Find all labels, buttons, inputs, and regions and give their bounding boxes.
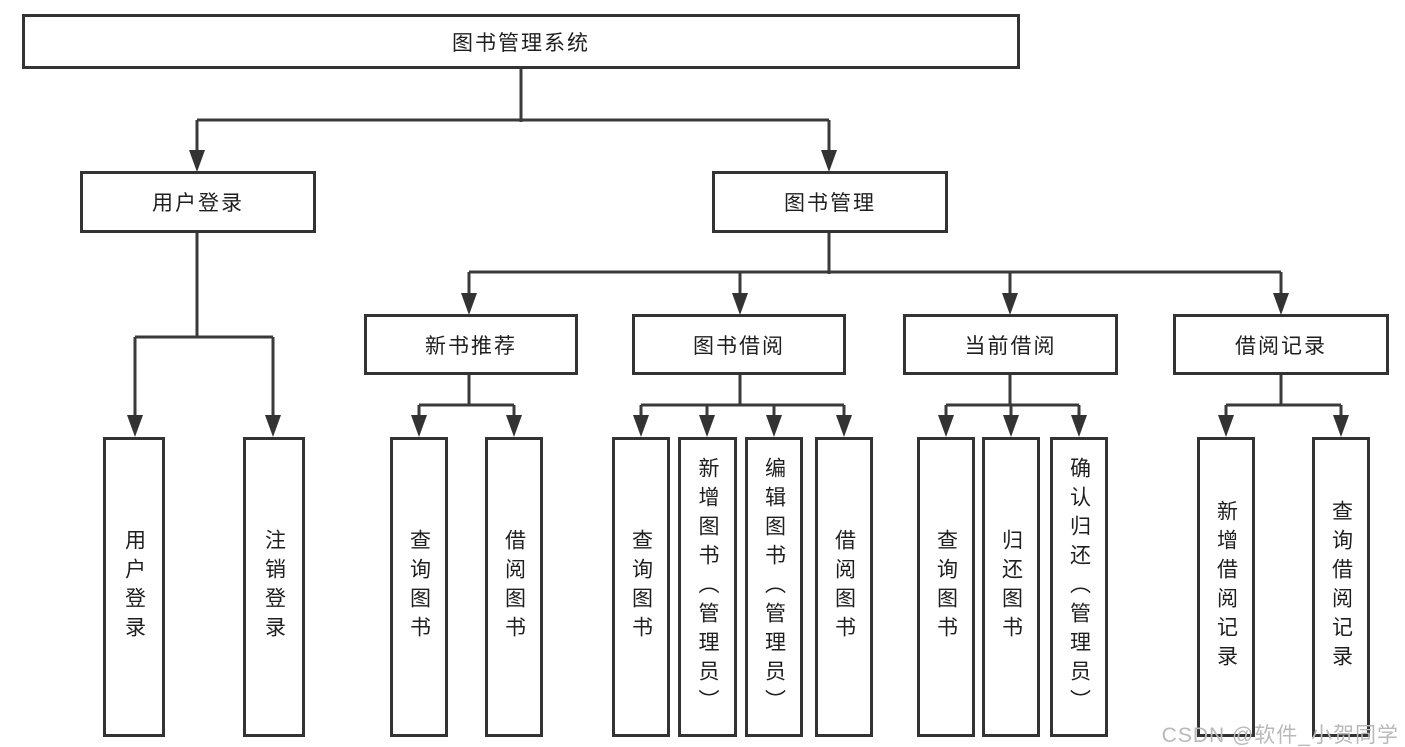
connector-root-to-level2 (189, 69, 837, 172)
node-new-book-recommend: 新书推荐 (364, 314, 578, 375)
connector-user-login-branch (127, 233, 281, 437)
node-borrow-records: 借阅记录 (1173, 314, 1389, 375)
leaf-borrow-borrow-books: 借阅图书 (815, 437, 873, 737)
leaf-user-login: 用户登录 (103, 437, 165, 737)
leaf-current-confirm-return-admin: 确认归还（管理员） (1050, 437, 1108, 737)
connector-current-borrow-branch (938, 375, 1087, 437)
connector-borrow-records-branch (1218, 375, 1349, 437)
connector-book-borrow-branch (633, 375, 852, 437)
leaf-records-query-record: 查询借阅记录 (1312, 437, 1370, 737)
node-user-login: 用户登录 (80, 171, 316, 233)
leaf-logout: 注销登录 (243, 437, 305, 737)
node-book-borrow: 图书借阅 (632, 314, 846, 375)
node-book-management: 图书管理 (712, 171, 948, 233)
leaf-recommend-borrow-books: 借阅图书 (485, 437, 543, 737)
leaf-recommend-query-books: 查询图书 (390, 437, 448, 737)
leaf-records-add-record: 新增借阅记录 (1197, 437, 1255, 737)
leaf-borrow-query-books: 查询图书 (612, 437, 670, 737)
connector-new-book-recommend-branch (411, 375, 522, 437)
node-current-borrow: 当前借阅 (903, 314, 1118, 375)
leaf-current-return-books: 归还图书 (982, 437, 1040, 737)
leaf-borrow-edit-books-admin: 编辑图书（管理员） (745, 437, 803, 737)
connector-book-management-branch (461, 233, 1289, 315)
leaf-borrow-add-books-admin: 新增图书（管理员） (678, 437, 737, 737)
node-library-management-system: 图书管理系统 (22, 14, 1020, 69)
csdn-watermark: CSDN @软件_小贺同学 (1161, 724, 1399, 747)
leaf-current-query-books: 查询图书 (917, 437, 975, 737)
